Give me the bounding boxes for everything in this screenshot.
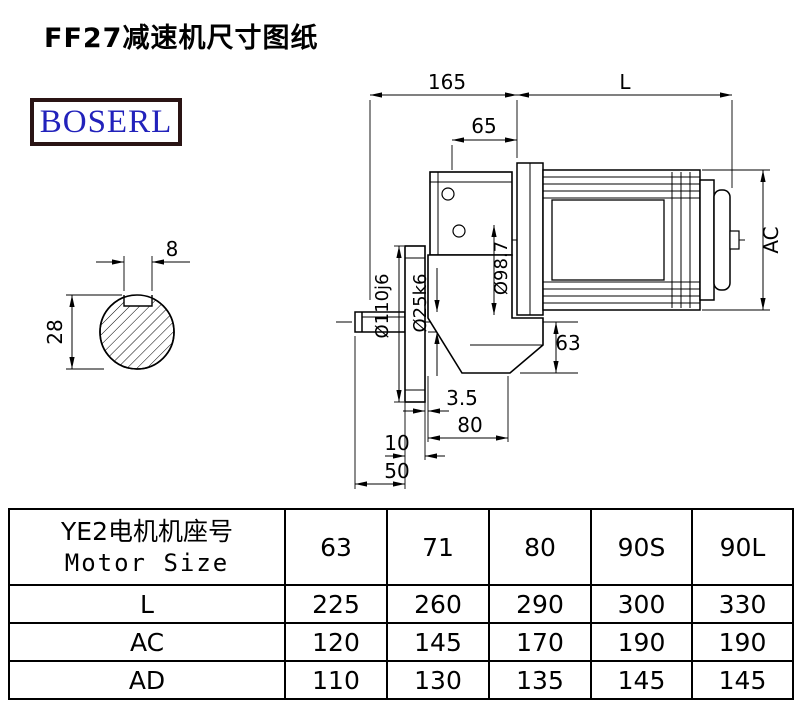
- cell-AC-80: 170: [488, 622, 592, 662]
- dim-L-label: L: [619, 70, 631, 94]
- cell-AC-90S: 190: [590, 622, 693, 662]
- table-row-AD: AD 110 130 135 145 145: [8, 660, 794, 700]
- dim-63-label: 63: [555, 331, 580, 355]
- dimension-table: YE2电机机座号 Motor Size 63 71 80 90S 90L L 2…: [8, 508, 794, 700]
- dim-AC-label: AC: [759, 226, 783, 253]
- column-header-80: 80: [488, 508, 592, 586]
- cell-AC-71: 145: [386, 622, 490, 662]
- dim-98-label: Ø98.7: [491, 241, 512, 295]
- cell-L-90S: 300: [590, 584, 693, 624]
- motor-size-header: YE2电机机座号 Motor Size: [8, 508, 286, 586]
- dim-key-width: [96, 256, 190, 291]
- cell-L-80: 290: [488, 584, 592, 624]
- motor-rear-bracket: [699, 179, 715, 301]
- dim-165: [369, 92, 518, 300]
- dim-110-label: Ø110j6: [372, 274, 393, 339]
- column-header-71: 71: [386, 508, 490, 586]
- gear-housing: [427, 171, 544, 374]
- row-label-AD: AD: [8, 660, 286, 700]
- gearbox-side-view: 165 L 65 AC Ø98.7: [336, 70, 783, 489]
- output-flange: [404, 245, 426, 403]
- keyway-slot: [123, 295, 153, 307]
- cell-AD-90S: 145: [590, 660, 693, 700]
- cell-AD-80: 135: [488, 660, 592, 700]
- bolt-hole-2: [452, 224, 466, 238]
- table-row-L: L 225 260 290 300 330: [8, 584, 794, 624]
- dim-50: [354, 336, 406, 489]
- motor-fins: [543, 176, 700, 304]
- cell-L-71: 260: [386, 584, 490, 624]
- column-header-90L: 90L: [691, 508, 794, 586]
- dim-80-label: 80: [457, 413, 482, 437]
- shaft-section-view: 8 28: [43, 237, 190, 370]
- dim-80: [428, 376, 509, 442]
- dim-63: [520, 321, 578, 374]
- table-row-AC: AC 120 145 170 190 190: [8, 622, 794, 662]
- dim-25-label: Ø25k6: [410, 274, 431, 333]
- rear-shaft-stub: [729, 230, 740, 250]
- dim-50-label: 50: [384, 459, 409, 483]
- dim-3-5: [403, 376, 449, 460]
- motor-stator: [551, 199, 665, 281]
- boserl-logo: BOSERL: [30, 98, 182, 146]
- logo-text: BOSERL: [39, 103, 173, 140]
- column-header-63: 63: [284, 508, 388, 586]
- dim-65-label: 65: [471, 114, 496, 138]
- dim-AC: [702, 169, 770, 311]
- dim-10-label: 10: [384, 431, 409, 455]
- dim-165-label: 165: [428, 70, 466, 94]
- fan-cover: [713, 189, 731, 291]
- cell-AD-63: 110: [284, 660, 388, 700]
- output-shaft: [354, 311, 453, 333]
- dim-key-width-label: 8: [166, 237, 179, 261]
- bolt-hole-1: [441, 187, 455, 201]
- row-label-L: L: [8, 584, 286, 624]
- motor-size-header-en: Motor Size: [64, 548, 230, 577]
- cell-L-90L: 330: [691, 584, 794, 624]
- motor: [516, 162, 740, 316]
- cell-AC-90L: 190: [691, 622, 794, 662]
- dim-110: [394, 245, 404, 403]
- table-header-row: YE2电机机座号 Motor Size 63 71 80 90S 90L: [8, 508, 794, 586]
- cell-AD-71: 130: [386, 660, 490, 700]
- motor-size-header-cn: YE2电机机座号: [61, 517, 233, 547]
- dim-3-5-label: 3.5: [446, 386, 478, 410]
- dimension-drawing: 8 28: [43, 70, 783, 489]
- cell-AC-63: 120: [284, 622, 388, 662]
- cell-AD-90L: 145: [691, 660, 794, 700]
- cell-L-63: 225: [284, 584, 388, 624]
- dim-section-height: [66, 294, 122, 370]
- page-title: FF27减速机尺寸图纸: [44, 23, 319, 54]
- dim-65: [451, 137, 517, 170]
- dim-L: [517, 92, 733, 188]
- row-label-AC: AC: [8, 622, 286, 662]
- dim-section-height-label: 28: [43, 319, 67, 344]
- column-header-90S: 90S: [590, 508, 693, 586]
